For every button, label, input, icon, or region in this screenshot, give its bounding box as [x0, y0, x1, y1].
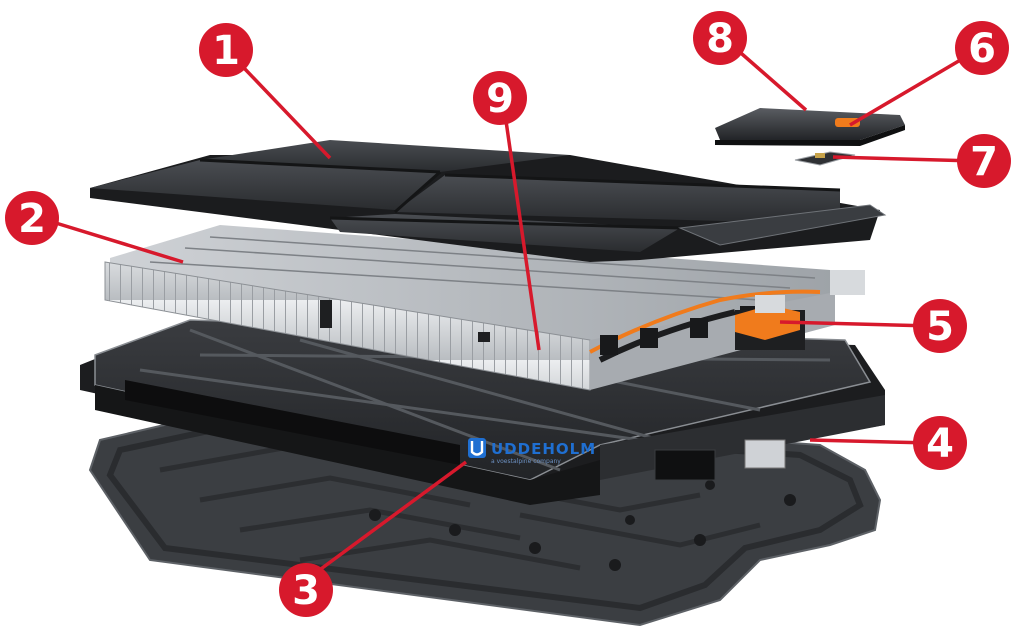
callout-1: 1	[199, 23, 253, 77]
top-cover-panels	[90, 140, 887, 262]
uddeholm-u-logo-icon	[468, 438, 486, 458]
callout-8-label: 8	[706, 16, 734, 62]
callout-6-label: 6	[968, 26, 996, 72]
callout-2: 2	[5, 191, 59, 245]
callout-4-label: 4	[926, 421, 954, 467]
callout-9: 9	[473, 71, 527, 125]
callout-6: 6	[955, 21, 1009, 75]
callout-3-label: 3	[292, 568, 320, 614]
leader-lines	[45, 38, 977, 579]
callout-2-label: 2	[18, 196, 46, 242]
callout-9-label: 9	[486, 76, 514, 122]
callout-1-label: 1	[212, 28, 240, 74]
brand-tagline: a voestalpine company	[491, 458, 561, 465]
high-voltage-connector	[735, 270, 865, 350]
brand-logo: UDDEHOLM a voestalpine company	[468, 438, 596, 465]
callout-7: 7	[957, 134, 1011, 188]
callout-3: 3	[279, 563, 333, 617]
bms-cover	[715, 108, 905, 146]
callout-5: 5	[913, 299, 967, 353]
bms-circuit-board	[794, 151, 856, 166]
callout-8: 8	[693, 11, 747, 65]
callout-4: 4	[913, 416, 967, 470]
callout-5-label: 5	[926, 304, 954, 350]
brand-name: UDDEHOLM	[491, 440, 596, 458]
callout-7-label: 7	[970, 139, 998, 185]
